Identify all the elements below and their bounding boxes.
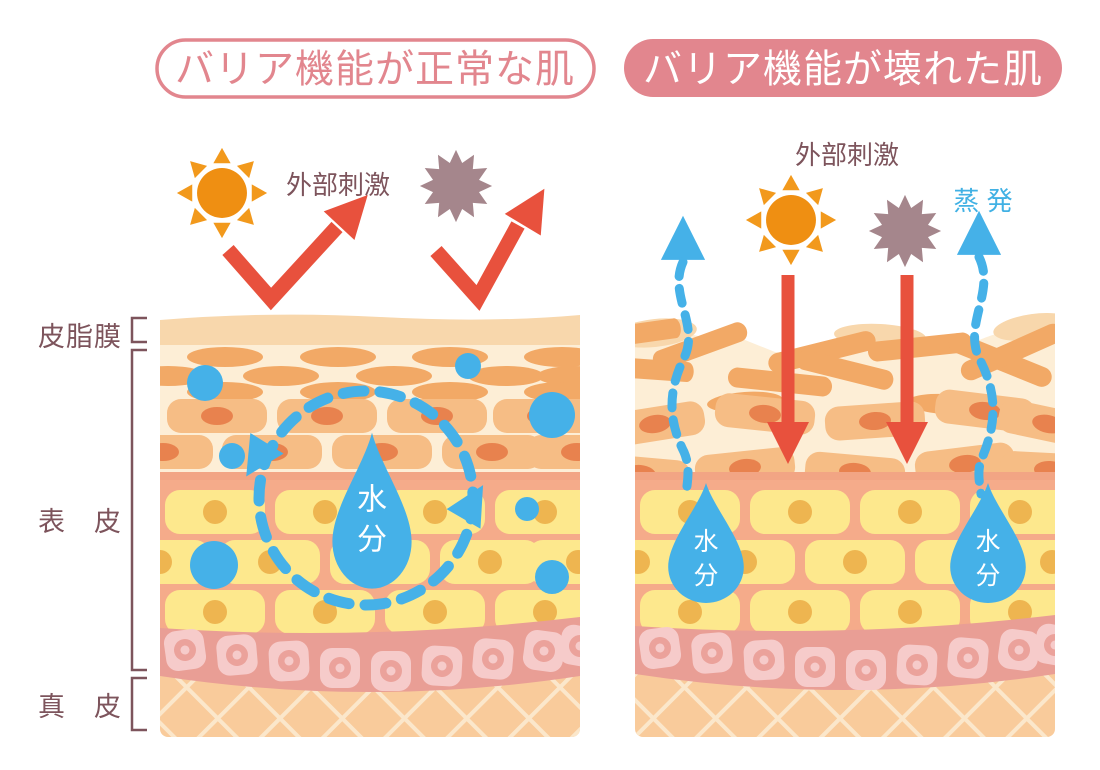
irritant-burst-icon	[419, 149, 493, 223]
moisture-char-bottom: 分	[693, 562, 718, 590]
evaporation-arrowhead-left	[660, 215, 706, 260]
bounce-arrow-right	[430, 177, 563, 311]
right-title-badge: バリア機能が壊れた肌	[624, 39, 1062, 97]
left-title-text: バリア機能が正常な肌	[175, 49, 575, 92]
external-stimulus-label-left: 外部刺激	[286, 170, 390, 200]
left-title-badge: バリア機能が正常な肌	[155, 38, 596, 99]
moisture-droplets	[187, 353, 575, 594]
epidermis-label: 表 皮	[38, 507, 122, 537]
sun-icon	[176, 147, 268, 239]
sebum-film-layer	[160, 314, 580, 345]
evaporation-arrowhead-right	[956, 210, 1002, 255]
penetration-arrow-right	[886, 275, 928, 464]
sun-icon	[745, 174, 837, 266]
moisture-char-bottom: 分	[357, 524, 387, 557]
dermis-bracket	[130, 676, 147, 732]
moisture-char-top: 水	[693, 528, 718, 556]
moisture-drop-main: 水 分	[332, 432, 412, 589]
dermis-label: 真 皮	[38, 692, 122, 722]
moisture-drop-escaping-left: 水 分	[668, 483, 744, 603]
irritant-burst-icon	[868, 194, 942, 268]
moisture-char-bottom: 分	[975, 562, 1000, 590]
bounce-arrow-left	[222, 180, 384, 311]
right-title-fill	[624, 39, 1062, 97]
epidermis-bracket	[130, 348, 147, 672]
external-stimulus-label-right: 外部刺激	[795, 140, 899, 170]
stratum-corneum-layer	[635, 327, 1055, 473]
penetration-arrow-left	[767, 275, 809, 464]
left-title-outline	[155, 38, 596, 99]
collagen-lattice	[160, 672, 580, 737]
collagen-lattice	[635, 670, 1055, 737]
granular-divider	[635, 472, 1055, 481]
right-title-text: バリア機能が壊れた肌	[643, 49, 1043, 92]
sebum-film-bracket	[130, 316, 147, 344]
sebum-film-label: 皮脂膜	[38, 322, 122, 352]
evaporation-label: 蒸 発	[953, 186, 1012, 216]
moisture-char-top: 水	[357, 484, 387, 517]
evaporation-path-right	[970, 252, 998, 499]
moisture-drop-escaping-right: 水 分	[950, 483, 1026, 603]
evaporation-path-left	[667, 257, 694, 499]
moisture-char-top: 水	[975, 528, 1000, 556]
skin-cross-section-damaged	[635, 312, 1055, 737]
